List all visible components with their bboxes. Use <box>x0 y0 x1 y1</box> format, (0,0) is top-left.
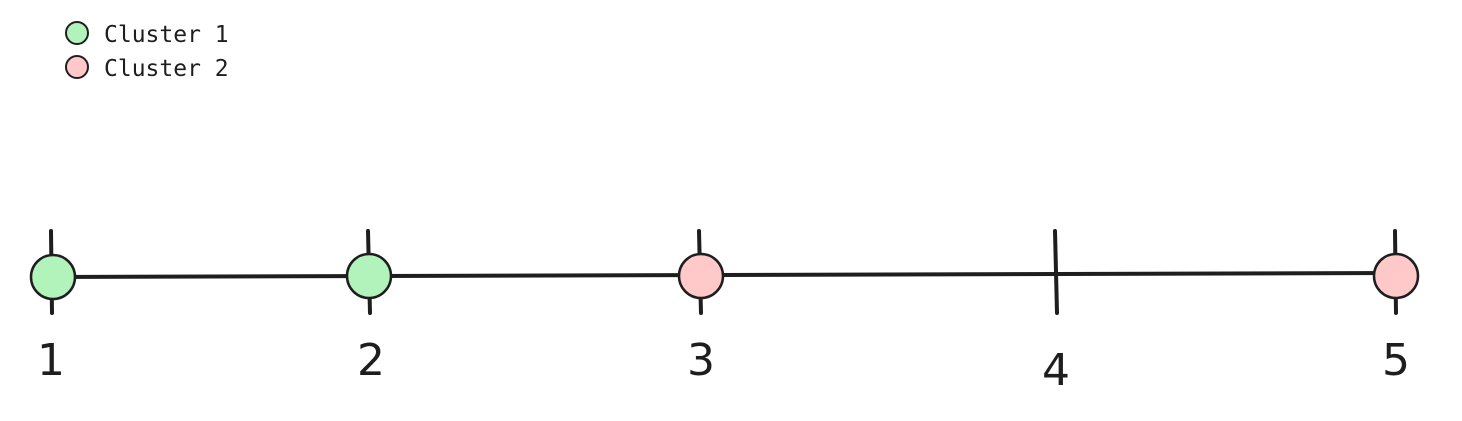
tick-label-3: 3 <box>687 335 715 386</box>
legend: Cluster 1 Cluster 2 <box>65 21 229 82</box>
tick-label-1: 1 <box>37 335 65 386</box>
legend-dot-cluster-2 <box>65 55 89 79</box>
data-points <box>29 252 1420 301</box>
legend-item-cluster-2: Cluster 2 <box>65 55 229 82</box>
legend-item-cluster-1: Cluster 1 <box>65 21 229 48</box>
legend-label-cluster-2: Cluster 2 <box>104 56 229 82</box>
tick-labels: 1 2 3 4 5 <box>37 335 1410 396</box>
legend-dot-cluster-1 <box>65 21 89 45</box>
legend-label-cluster-1: Cluster 1 <box>104 22 229 48</box>
tick-label-5: 5 <box>1382 335 1410 386</box>
data-point-2 <box>345 252 393 300</box>
data-point-3 <box>677 252 725 300</box>
data-point-1 <box>29 253 77 301</box>
tick-label-4: 4 <box>1042 345 1070 396</box>
tick-mark-4 <box>1053 229 1059 315</box>
tick-label-2: 2 <box>357 335 385 386</box>
data-point-5 <box>1372 252 1420 300</box>
